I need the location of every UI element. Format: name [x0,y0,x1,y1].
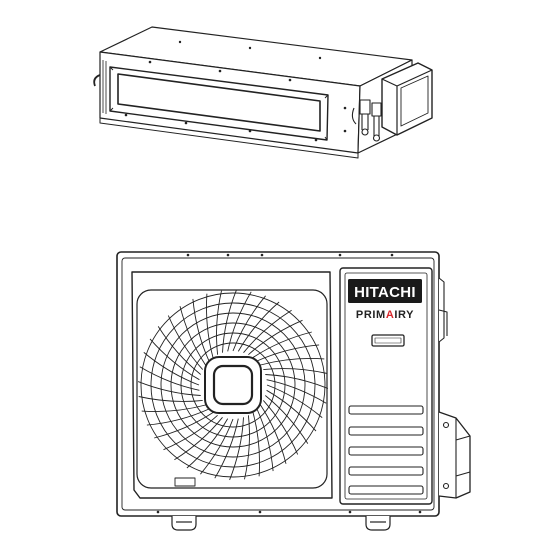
indoor-ducted-unit [94,27,432,158]
drain-pipe [94,75,100,86]
service-cover [439,278,470,498]
fan-grille [132,272,332,498]
hitachi-logo: HITACHI [354,284,416,301]
series-name: PRIMAIRY [356,309,414,321]
indicator-window [372,335,404,346]
outdoor-unit: HITACHI PRIMAIRY [117,252,470,530]
mounting-feet [172,516,390,530]
